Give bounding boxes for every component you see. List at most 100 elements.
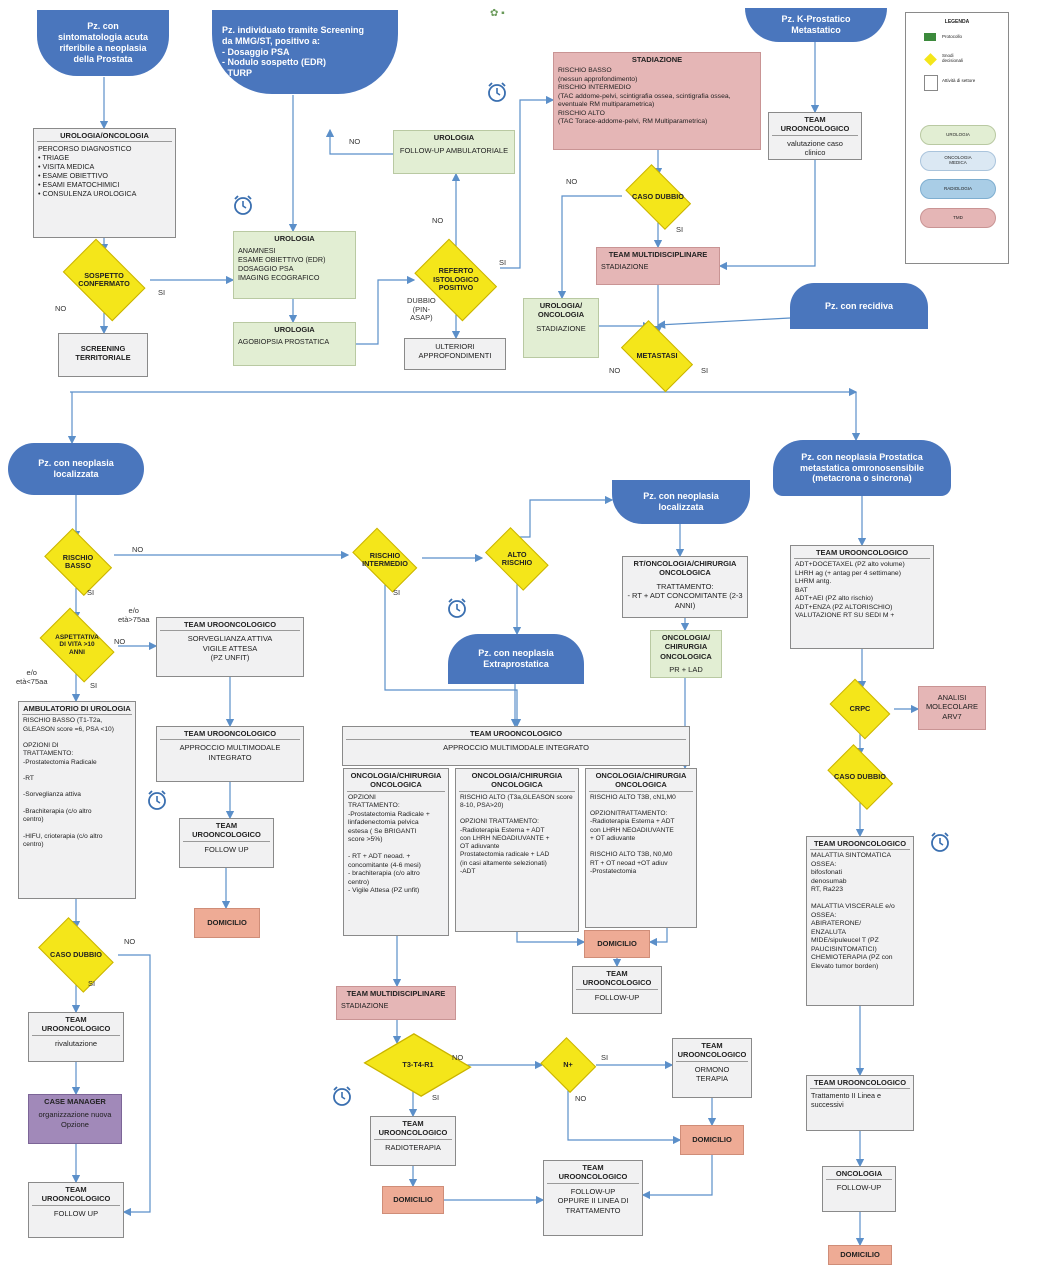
connector-arrow	[648, 928, 668, 947]
edge-label: SI	[87, 588, 95, 597]
oncologia-followup-box: ONCOLOGIA FOLLOW-UP	[822, 1166, 896, 1212]
box-title: AMBULATORIO DI UROLOGIA	[23, 704, 131, 713]
box-body: RISCHIO ALTO (T3a,GLEASON score 8-10, PS…	[460, 793, 573, 875]
box-title: TEAM UROONCOLOGICO	[558, 1163, 628, 1182]
aspettativa-vita-decision: ASPETTATIVA DI VITA >10 ANNI	[34, 616, 120, 674]
box-title: TEAM MULTIDISCIPLINARE	[346, 989, 446, 998]
box-body: RISCHIO BASSO (nessun approfondimento) R…	[558, 67, 731, 126]
box-body: DOMICILIO	[692, 1135, 732, 1144]
ambulatorio-urologia-box: AMBULATORIO DI UROLOGIA RISCHIO BASSO (T…	[18, 701, 136, 899]
box-title: ONCOLOGIA/ CHIRURGIA ONCOLOGICA	[660, 633, 712, 661]
box-title: TEAM UROONCOLOGICO	[41, 1015, 111, 1034]
box-title: ONCOLOGIA/CHIRURGIA ONCOLOGICA	[471, 771, 563, 790]
pz-localizzata-mid-pill: Pz. con neoplasia localizzata	[612, 480, 750, 524]
domicilio-radio-box: DOMICILIO	[382, 1186, 444, 1214]
analisi-molecolare-box: ANALISI MOLECOLARE ARV7	[918, 686, 986, 730]
referto-istologico-decision: REFERTO ISTOLOGICO POSITIVO	[409, 247, 503, 313]
box-body: STADIAZIONE	[601, 262, 649, 272]
connector-arrow	[641, 1155, 713, 1200]
box-title: UROLOGIA/ ONCOLOGIA	[537, 301, 585, 320]
edge-label: NO	[452, 1053, 464, 1062]
connector-arrow	[517, 495, 614, 538]
box-body: APPROCCIO MULTIMODALE INTEGRATO	[179, 743, 281, 762]
box-subtitle: APPROCCIO MULTIMODALE INTEGRATO	[443, 743, 589, 753]
box-title: STADIAZIONE	[631, 55, 683, 64]
team-ormono-box: TEAM UROONCOLOGICO ORMONO TERAPIA	[672, 1038, 752, 1098]
decision-label: CASO DUBBIO	[632, 191, 684, 201]
team-radioterapia-box: TEAM UROONCOLOGICO RADIOTERAPIA	[370, 1116, 456, 1166]
box-body: STADIAZIONE	[341, 1001, 389, 1011]
connector-arrow	[325, 128, 393, 155]
rischio-intermedio-decision: RISCHIO INTERMEDIO	[346, 537, 424, 583]
team-multidisciplinare-stadiazione-box: TEAM MULTIDISCIPLINARE STADIAZIONE	[336, 986, 456, 1020]
decision-label: N+	[563, 1059, 573, 1069]
box-title: ONCOLOGIA/CHIRURGIA ONCOLOGICA	[350, 771, 442, 790]
legend-item: Attività di settore	[942, 78, 976, 83]
box-body: STADIAZIONE	[536, 323, 586, 333]
box-body: FOLLOW-UP	[836, 1183, 882, 1193]
connector-arrow	[356, 275, 416, 345]
box-title: TEAM UROONCOLOGICO	[192, 821, 261, 840]
alarm-clock-icon	[488, 82, 506, 102]
ulteriori-approfondimenti-box: ULTERIORI APPROFONDIMENTI	[404, 338, 506, 370]
team-multimodale-integrato-box: TEAM UROONCOLOGICO APPROCCIO MULTIMODALE…	[342, 726, 690, 766]
connector-arrow	[567, 1090, 682, 1145]
edge-label: SI	[676, 225, 684, 234]
box-title: TEAM UROONCOLOGICO	[677, 1041, 747, 1060]
urologia-oncologia-stadiazione-box: UROLOGIA/ ONCOLOGIA STADIAZIONE	[523, 298, 599, 358]
decision-label: CASO DUBBIO	[834, 771, 886, 781]
box-title: UROLOGIA/ONCOLOGIA	[60, 131, 149, 140]
crpc-decision: CRPC	[826, 685, 894, 733]
team-approccio-multimodale-box: TEAM UROONCOLOGICO APPROCCIO MULTIMODALE…	[156, 726, 304, 782]
domicilio-mid-box: DOMICILIO	[584, 930, 650, 958]
box-body: organizzazione nuova Opzione	[38, 1110, 112, 1129]
box-title: UROLOGIA	[274, 234, 315, 243]
urologia-followup-box: UROLOGIA FOLLOW-UP AMBULATORIALE	[393, 130, 515, 174]
box-body: OPZIONI TRATTAMENTO: -Prostatectomia Rad…	[348, 793, 430, 895]
team-sorveglianza-box: TEAM UROONCOLOGICO SORVEGLIANZA ATTIVA V…	[156, 617, 304, 677]
edge-label: SI	[432, 1093, 440, 1102]
rischio-basso-decision: RISCHIO BASSO	[40, 535, 116, 589]
pz-sintomatologia-pill: Pz. con sintomatologia acuta riferibile …	[37, 10, 169, 76]
onc-chir-col3-box: ONCOLOGIA/CHIRURGIA ONCOLOGICA RISCHIO A…	[585, 768, 697, 928]
legend-item: Snodi decisionali	[942, 53, 964, 63]
alarm-clock-icon	[448, 598, 466, 618]
onc-chir-pr-lad-box: ONCOLOGIA/ CHIRURGIA ONCOLOGICA PR + LAD	[650, 630, 722, 678]
box-title: ONCOLOGIA	[835, 1169, 883, 1178]
box-title: TEAM UROONCOLOGICO	[41, 1185, 111, 1204]
edge-label: NO	[114, 637, 126, 646]
connector-arrow	[118, 954, 151, 1217]
box-title: TEAM UROONCOLOGICO	[378, 1119, 448, 1138]
decision-icon	[924, 53, 937, 66]
edge-label: NO	[124, 937, 136, 946]
box-body: DOMICILIO	[393, 1195, 433, 1204]
team-adt-docetaxel-box: TEAM UROONCOLOGICO ADT+DOCETAXEL (PZ alt…	[790, 545, 934, 649]
alarm-clock-icon	[148, 790, 166, 810]
sospetto-confermato-decision: SOSPETTO CONFERMATO	[56, 248, 152, 312]
edge-label: DUBBIO (PIN- ASAP)	[407, 296, 436, 323]
pz-metastatica-ormono-pill: Pz. con neoplasia Prostatica metastatica…	[773, 440, 951, 496]
box-body: DOMICILIO	[597, 939, 637, 948]
box-body: SORVEGLIANZA ATTIVA VIGILE ATTESA (PZ UN…	[187, 634, 273, 663]
edge-label: SI	[499, 258, 507, 267]
caso-dubbio-left-decision: CASO DUBBIO	[32, 926, 120, 984]
pz-recidiva-pill: Pz. con recidiva	[790, 283, 928, 329]
box-title: TEAM UROONCOLOGICO	[813, 839, 907, 848]
pz-localizzata-left-pill: Pz. con neoplasia localizzata	[8, 443, 144, 495]
edge-label: NO	[349, 137, 361, 146]
box-body: FOLLOW UP	[204, 844, 249, 854]
team-uroncologico-valutazione-box: TEAM UROONCOLOGICO valutazione caso clin…	[768, 112, 862, 160]
metastasi-decision: METASTASI	[614, 330, 700, 382]
domicilio-left-box: DOMICILIO	[194, 908, 260, 938]
team-followup-ii-linea-box: TEAM UROONCOLOGICO FOLLOW-UP OPPURE II L…	[543, 1160, 643, 1236]
team-rivalutazione-box: TEAM UROONCOLOGICO rivalutazione	[28, 1012, 124, 1062]
n-plus-decision: N+	[540, 1040, 596, 1090]
alarm-clock-icon	[931, 832, 949, 852]
edge-label: SI	[90, 681, 98, 690]
decision-label: CRPC	[849, 703, 871, 713]
edge-label: SI	[393, 588, 401, 597]
decision-label: CASO DUBBIO	[50, 949, 102, 959]
alto-rischio-decision: ALTO RISCHIO	[480, 535, 554, 583]
box-title: TEAM MULTIDISCIPLINARE	[608, 250, 708, 259]
t3-t4-r1-decision: T3-T4-R1	[378, 1043, 458, 1087]
